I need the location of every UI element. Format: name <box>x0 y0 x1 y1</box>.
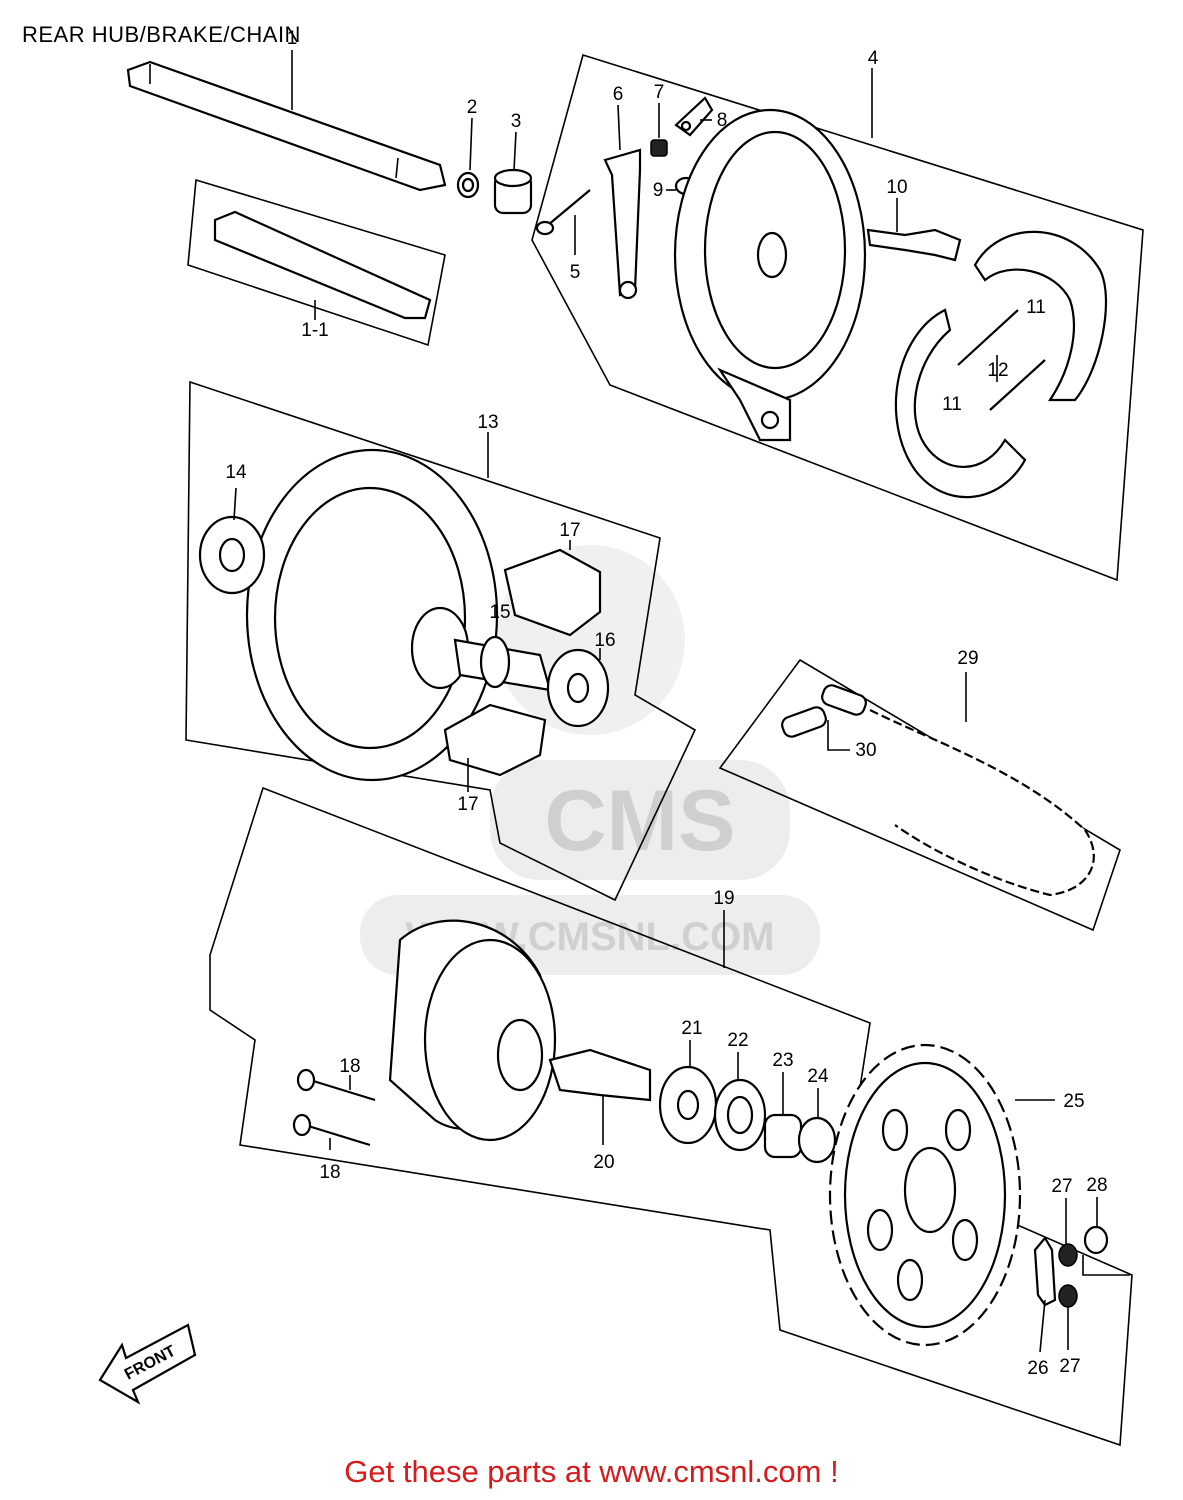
callout-11-upper: 11 <box>1026 297 1046 318</box>
damper-lower-part-17 <box>443 703 547 792</box>
nut-part-7 <box>650 103 668 157</box>
callout-1: 1 <box>287 28 298 49</box>
callout-29: 29 <box>957 648 978 669</box>
callout-23: 23 <box>772 1050 793 1071</box>
callout-5: 5 <box>570 262 581 283</box>
callout-4: 4 <box>868 48 879 69</box>
nut-part-27a <box>1058 1198 1078 1267</box>
drive-chain-part-29 <box>869 672 1095 897</box>
callout-22: 22 <box>727 1030 748 1051</box>
bearing-part-14 <box>198 487 266 595</box>
bearing-part-21 <box>658 1040 718 1145</box>
sprocket-shaft-part-20 <box>548 1048 652 1145</box>
callout-8: 8 <box>717 110 728 131</box>
callout-21: 21 <box>681 1018 702 1039</box>
spacer-part-15 <box>453 635 552 692</box>
nut-part-27b <box>1058 1284 1078 1350</box>
washer-part-2 <box>456 117 480 199</box>
group-box-hub-13 <box>185 380 697 902</box>
callout-25: 25 <box>1063 1091 1084 1112</box>
callout-20: 20 <box>593 1152 614 1173</box>
nut-part-28 <box>1082 1197 1130 1276</box>
callout-18-upper: 18 <box>339 1056 360 1077</box>
callout-6: 6 <box>613 84 624 105</box>
group-box-brake-panel-4 <box>531 53 1144 582</box>
wear-indicator-part-8 <box>674 96 714 137</box>
brake-cam-part-10 <box>866 198 962 262</box>
callout-27-upper: 27 <box>1051 1176 1072 1197</box>
callout-9: 9 <box>653 180 664 201</box>
callout-30: 30 <box>855 740 876 761</box>
callout-7: 7 <box>654 82 665 103</box>
callout-1-1: 1-1 <box>301 320 328 341</box>
callout-10: 10 <box>886 177 907 198</box>
callout-17-upper: 17 <box>559 520 580 541</box>
watermark-logo-text: CMS <box>544 773 735 869</box>
front-direction-arrow: FRONT <box>98 1323 197 1405</box>
bolt-part-18b <box>292 1113 371 1150</box>
rear-hub-part-13 <box>245 432 499 782</box>
brake-shoe-lower-part-11 <box>894 308 1027 499</box>
callout-27-lower: 27 <box>1059 1356 1080 1377</box>
oil-seal-part-22 <box>713 1052 767 1152</box>
bolt-part-5 <box>535 189 591 255</box>
callout-18-lower: 18 <box>319 1162 340 1183</box>
damper-upper-part-17 <box>503 540 602 637</box>
sprocket-hub-part-19 <box>388 910 725 1142</box>
callout-24: 24 <box>807 1066 829 1087</box>
callout-11-lower: 11 <box>942 394 962 415</box>
callout-26: 26 <box>1027 1358 1048 1379</box>
rear-axle-part-1 <box>126 50 447 192</box>
callout-12: 12 <box>987 360 1008 381</box>
brake-panel-part-4 <box>673 68 873 442</box>
callout-19: 19 <box>713 888 734 909</box>
callout-14: 14 <box>225 462 247 483</box>
callout-17-lower: 17 <box>457 794 478 815</box>
callout-28: 28 <box>1086 1175 1107 1196</box>
collar-part-23 <box>763 1072 803 1159</box>
brake-cam-lever-part-6 <box>603 104 642 300</box>
callout-15: 15 <box>489 602 510 623</box>
callout-2: 2 <box>467 97 478 118</box>
group-box-axle-1-1 <box>187 178 446 347</box>
diagram-title: REAR HUB/BRAKE/CHAIN <box>22 22 301 47</box>
axle-part-1-1 <box>213 210 432 320</box>
bolt-part-18a <box>296 1068 376 1102</box>
callout-13: 13 <box>477 412 498 433</box>
callout-3: 3 <box>511 111 522 132</box>
nut-part-24 <box>797 1088 837 1164</box>
collar-part-3 <box>493 131 533 215</box>
footer-link[interactable]: Get these parts at www.cmsnl.com ! <box>344 1454 839 1489</box>
bearing-part-16 <box>546 648 610 728</box>
shoe-spring-part-12 <box>957 309 1046 411</box>
rear-sprocket-part-25 <box>828 1043 1055 1347</box>
callout-16: 16 <box>594 630 615 651</box>
master-link-part-30 <box>781 684 867 751</box>
lock-washer-part-26 <box>1033 1236 1057 1353</box>
brake-shoe-upper-part-11 <box>973 230 1108 402</box>
